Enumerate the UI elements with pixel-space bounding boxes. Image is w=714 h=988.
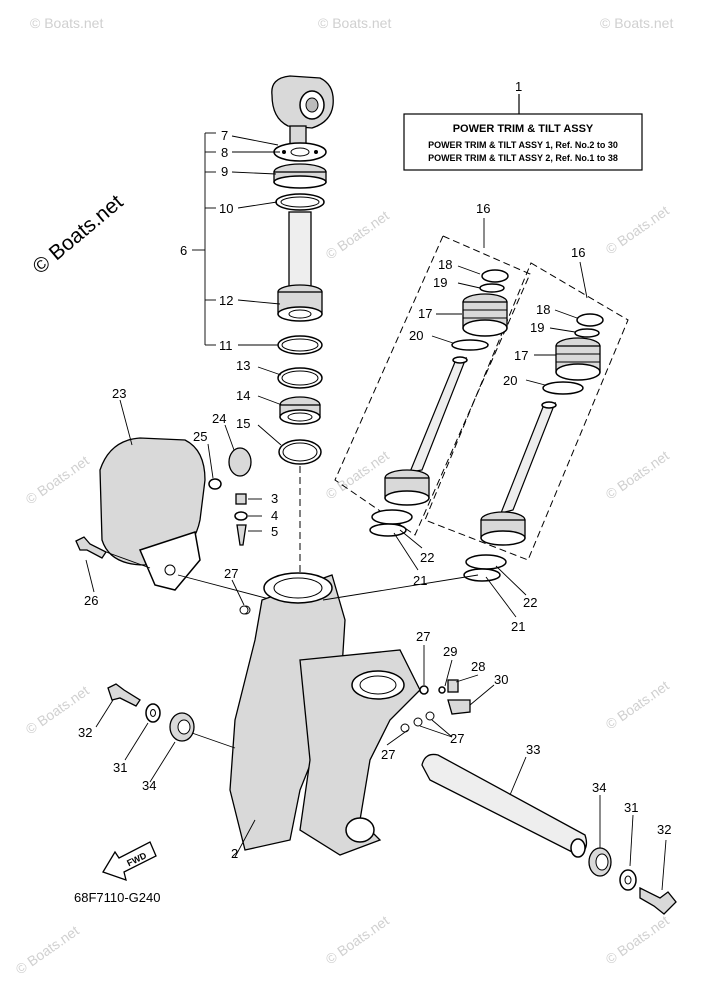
callout-label: 10 [219, 201, 233, 216]
watermark-text: © Boats.net [603, 677, 672, 732]
callout-label: 13 [236, 358, 250, 373]
callout-label: 19 [433, 275, 447, 290]
callout-label: 31 [113, 760, 127, 775]
callout-label: 17 [514, 348, 528, 363]
callout-label: 9 [221, 164, 228, 179]
legend-line-2: POWER TRIM & TILT ASSY 2, Ref. No.1 to 3… [428, 153, 618, 163]
callout-label: 15 [236, 416, 250, 431]
callout-label: 16 [476, 201, 490, 216]
callout-label: 1 [515, 79, 522, 94]
legend-line-1: POWER TRIM & TILT ASSY 1, Ref. No.2 to 3… [428, 140, 618, 150]
watermark-text: © Boats.net [323, 912, 392, 967]
callout-label: 5 [271, 524, 278, 539]
callout-label: 4 [271, 508, 278, 523]
callout-label: 7 [221, 128, 228, 143]
callout-label: 34 [142, 778, 156, 793]
watermark-text: © Boats.net [318, 15, 391, 31]
callout-label: 27 [416, 629, 430, 644]
trim-cylinder-right [463, 313, 604, 582]
callout-label: 18 [536, 302, 550, 317]
watermark-text: © Boats.net [323, 207, 392, 262]
watermark-text: © Boats.net [323, 447, 392, 502]
diagram-code: 68F7110-G240 [74, 890, 161, 905]
watermark-text: © Boats.net [603, 447, 672, 502]
callout-label: 11 [219, 338, 233, 353]
callout-label: 34 [592, 780, 606, 795]
callout-label: 17 [418, 306, 432, 321]
left-fasteners [107, 683, 236, 749]
callout-label: 12 [219, 293, 233, 308]
tilt-cylinder-assembly [271, 75, 334, 580]
fwd-arrow: FWD [102, 841, 157, 882]
legend-title: POWER TRIM & TILT ASSY [453, 123, 594, 135]
callout-label: 32 [657, 822, 671, 837]
callout-label: 26 [84, 593, 98, 608]
main-housing [229, 572, 479, 856]
callout-label: 25 [193, 429, 207, 444]
watermark-text: © Boats.net [13, 922, 82, 977]
watermark-text: © Boats.net [603, 202, 672, 257]
reservoir [99, 437, 331, 616]
watermark-main: © Boats.net [28, 190, 127, 278]
right-fasteners [588, 847, 677, 915]
bracket-lines [192, 132, 283, 446]
callout-label: 14 [236, 388, 250, 403]
callout-label: 31 [624, 800, 638, 815]
callout-label: 33 [526, 742, 540, 757]
callout-label: 3 [271, 491, 278, 506]
callout-label: 28 [471, 659, 485, 674]
watermark-text: © Boats.net [600, 15, 673, 31]
callout-label: 27 [224, 566, 238, 581]
callout-label: 21 [511, 619, 525, 634]
watermark-text: © Boats.net [603, 912, 672, 967]
callout-label: 21 [413, 573, 427, 588]
small-parts-right [239, 605, 471, 715]
callout-label: 22 [420, 550, 434, 565]
callout-label: 30 [494, 672, 508, 687]
callout-label: 32 [78, 725, 92, 740]
callout-label: 18 [438, 257, 452, 272]
legend-box: POWER TRIM & TILT ASSY POWER TRIM & TILT… [403, 94, 643, 171]
callout-label: 6 [180, 243, 187, 258]
watermark-text: © Boats.net [23, 452, 92, 507]
trim-cylinder-left [369, 269, 509, 537]
callout-label: 23 [112, 386, 126, 401]
callout-label: 22 [523, 595, 537, 610]
callout-label: 16 [571, 245, 585, 260]
leader-lines [85, 265, 667, 891]
callout-label: 27 [381, 747, 395, 762]
trim-cylinder-frames [334, 218, 629, 561]
tilt-shaft [421, 753, 588, 858]
legend-box-frame [403, 113, 643, 171]
callout-label: 29 [443, 644, 457, 659]
callout-label: 24 [212, 411, 226, 426]
callout-label: 20 [409, 328, 423, 343]
watermark-text: © Boats.net [30, 15, 103, 31]
callout-label: 19 [530, 320, 544, 335]
callout-label: 20 [503, 373, 517, 388]
callout-labels: 1 2 3 4 5 6 7 8 9 10 11 12 13 14 15 16 1… [78, 79, 671, 861]
small-parts-upper [207, 424, 262, 546]
callout-label: 2 [231, 846, 238, 861]
callout-label: 8 [221, 145, 228, 160]
bolt-26 [75, 536, 151, 569]
callout-label: 27 [450, 731, 464, 746]
